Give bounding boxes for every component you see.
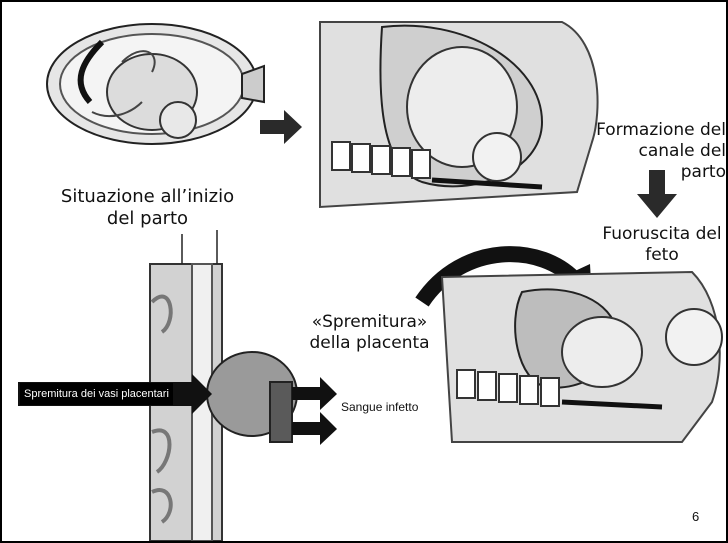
page-number: 6: [692, 509, 699, 524]
uterus-initial-illustration: [47, 24, 264, 144]
label-line: del parto: [60, 208, 235, 230]
birth-canal-illustration: [320, 22, 598, 207]
label-line: feto: [598, 245, 726, 266]
label-canal-formation: Formazione del canale del parto: [590, 120, 726, 183]
label-infected-blood: Sangue infetto: [341, 400, 418, 414]
arrow-right-icon: [260, 110, 302, 144]
label-line: Fuoruscita del: [598, 224, 726, 245]
label-line: canale del parto: [590, 141, 726, 183]
label-line: «Spremitura»: [302, 312, 437, 333]
fetus-exit-illustration: [442, 272, 722, 442]
label-line: della placenta: [302, 333, 437, 354]
label-line: Situazione all’inizio: [60, 186, 235, 208]
label-placenta-squeeze: «Spremitura» della placenta: [302, 312, 437, 354]
label-vessels: Spremitura dei vasi placentari: [20, 383, 173, 405]
label-fetus-exit: Fuoruscita del feto: [598, 224, 726, 266]
label-initial-situation: Situazione all’inizio del parto: [60, 186, 235, 230]
blood-arrow-lower-icon: [292, 412, 337, 445]
label-line: Formazione del: [590, 120, 726, 141]
blood-arrow-upper-icon: [292, 377, 337, 410]
